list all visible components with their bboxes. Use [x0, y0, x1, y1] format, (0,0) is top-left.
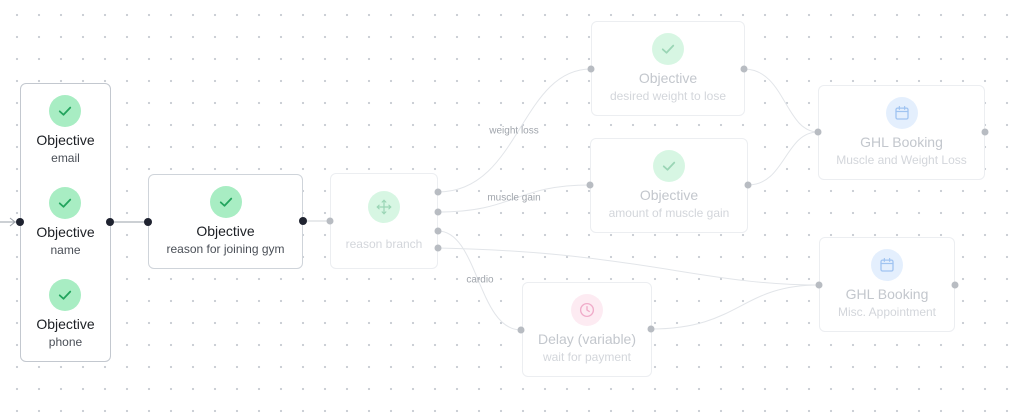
calendar-icon — [871, 249, 903, 281]
booking2-input-handle[interactable] — [815, 281, 823, 289]
node-title: Objective — [196, 223, 255, 239]
branch-output-cardio-handle[interactable] — [434, 227, 442, 235]
node-title: Delay (variable) — [537, 331, 637, 347]
booking1-input-handle[interactable] — [814, 128, 822, 136]
objective-item-email[interactable]: Objective email — [36, 85, 95, 177]
delay-input-handle[interactable] — [517, 326, 525, 334]
node-title: Objective — [36, 316, 95, 332]
objective-item-phone[interactable]: Objective phone — [36, 269, 95, 361]
booking-node-misc[interactable]: GHL Booking Misc. Appointment — [819, 237, 955, 332]
input-arrow-icon — [9, 217, 16, 227]
node-title: GHL Booking — [845, 286, 929, 302]
edge-delay-booking2 — [650, 284, 820, 330]
weight-input-handle[interactable] — [587, 65, 595, 73]
calendar-icon — [885, 97, 918, 129]
branch-output-default-handle[interactable] — [434, 244, 442, 252]
check-icon — [209, 186, 242, 218]
branch-input-handle[interactable] — [326, 217, 334, 225]
node-title: Objective — [36, 132, 95, 148]
node-subtitle: desired weight to lose — [609, 89, 727, 103]
check-icon — [49, 187, 82, 219]
node-title: GHL Booking — [860, 134, 943, 150]
node-subtitle: Muscle and Weight Loss — [836, 153, 967, 167]
edge-weight-booking1 — [743, 68, 819, 133]
node-subtitle: phone — [48, 335, 83, 349]
node-subtitle: wait for payment — [542, 350, 632, 364]
weight-output-handle[interactable] — [740, 65, 748, 73]
node-subtitle: Misc. Appointment — [837, 305, 937, 319]
edge-label-muscle-gain[interactable]: muscle gain — [487, 192, 541, 204]
edge-label-weight-loss[interactable]: weight loss — [489, 125, 539, 137]
node-subtitle: reason branch — [345, 236, 423, 251]
reason-output-handle[interactable] — [299, 217, 307, 225]
check-icon — [652, 33, 684, 65]
node-title: Objective — [36, 224, 95, 240]
check-icon — [653, 150, 685, 182]
node-subtitle: name — [50, 243, 81, 257]
reason-input-handle[interactable] — [144, 218, 152, 226]
objective-item-name[interactable]: Objective name — [36, 177, 95, 269]
group-output-handle[interactable] — [106, 218, 114, 226]
branch-output-muscle-handle[interactable] — [434, 208, 442, 216]
muscle-input-handle[interactable] — [586, 181, 594, 189]
node-title: Objective — [639, 187, 699, 203]
booking-node-muscle-weight[interactable]: GHL Booking Muscle and Weight Loss — [818, 85, 985, 180]
objective-node-reason[interactable]: Objective reason for joining gym — [148, 174, 303, 269]
objective-node-weight[interactable]: Objective desired weight to lose — [591, 21, 745, 116]
booking2-output-handle[interactable] — [951, 281, 959, 289]
check-icon — [49, 95, 82, 127]
node-subtitle: email — [51, 151, 80, 165]
clock-icon — [571, 294, 603, 326]
node-subtitle: reason for joining gym — [166, 242, 285, 256]
branch-output-weight-handle[interactable] — [434, 188, 442, 196]
check-icon — [49, 279, 82, 311]
objective-group-node[interactable]: Objective email Objective name Objective… — [20, 83, 111, 362]
delay-output-handle[interactable] — [647, 325, 655, 333]
objective-node-muscle[interactable]: Objective amount of muscle gain — [590, 138, 748, 233]
edge-muscle-booking1 — [747, 131, 819, 186]
group-input-handle[interactable] — [16, 218, 24, 226]
muscle-output-handle[interactable] — [744, 181, 752, 189]
delay-node-payment[interactable]: Delay (variable) wait for payment — [522, 282, 652, 377]
node-subtitle: amount of muscle gain — [608, 206, 730, 220]
move-arrows-icon — [368, 190, 400, 223]
branch-node-reason[interactable]: reason branch — [330, 173, 438, 269]
edge-label-cardio[interactable]: cardio — [466, 274, 494, 286]
edge-branch-booking2 — [437, 247, 820, 286]
booking1-output-handle[interactable] — [981, 128, 989, 136]
node-title: Objective — [638, 70, 698, 86]
